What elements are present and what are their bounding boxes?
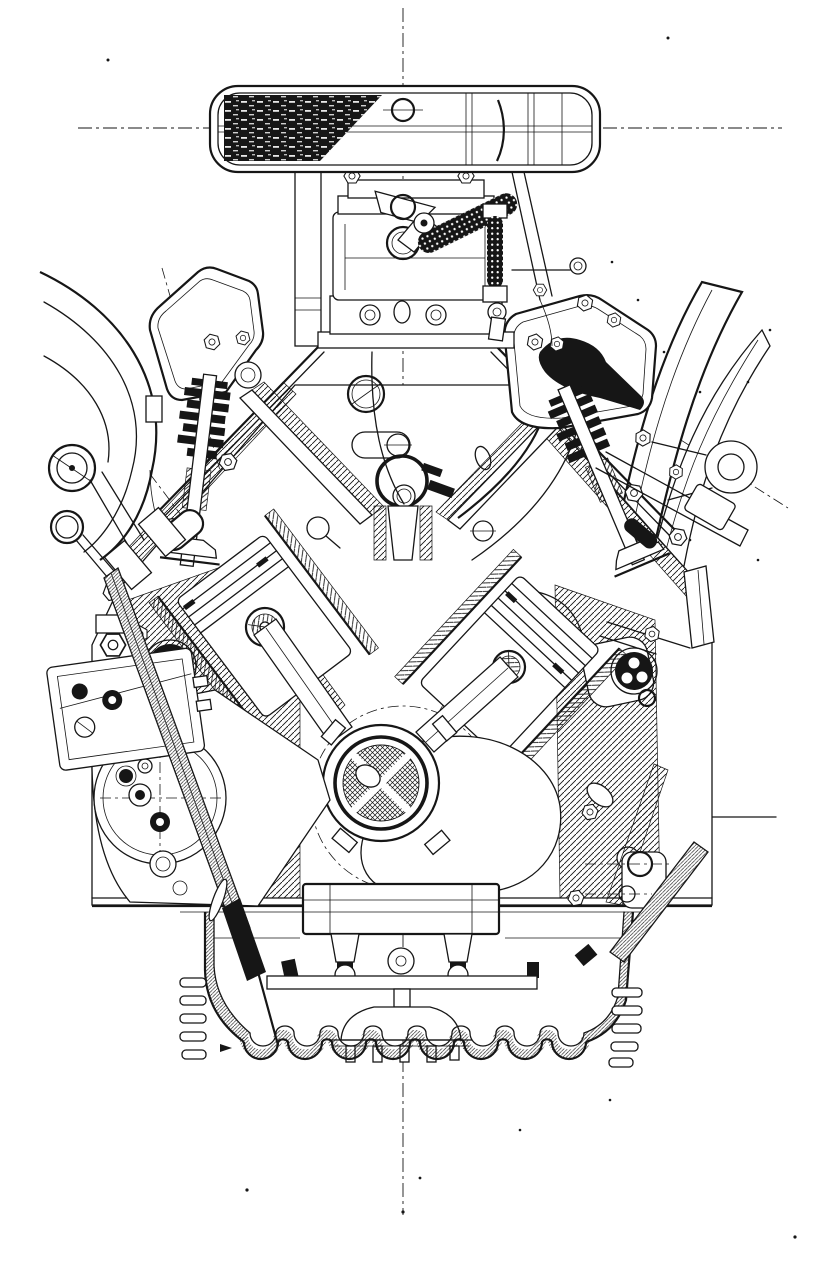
air-cleaner-shaded-wedge (224, 95, 382, 161)
valve-assembly-right (547, 383, 671, 578)
crankpin-journal (333, 735, 429, 831)
throttle-linkage (397, 193, 587, 342)
oil-return-tube (574, 841, 709, 967)
cooling-fins-left (179, 977, 207, 1060)
right-cylinder-head (503, 293, 671, 578)
rocker-arm-right (538, 337, 644, 410)
dipstick (49, 509, 280, 1052)
rocker-pivot-left (234, 361, 262, 389)
carburetor (294, 168, 587, 349)
dipstick-blade (256, 971, 280, 1046)
venturi-upper (389, 193, 417, 221)
dipstick-handle-ring (49, 509, 85, 545)
distributor-drive (387, 505, 419, 561)
oil-pickup-screen (340, 1006, 462, 1041)
pump-bar (266, 975, 538, 990)
cooling-fins-right (608, 987, 643, 1068)
pan-corrugated-bottom (242, 1038, 588, 1061)
pushrods (238, 381, 582, 549)
camshaft (351, 431, 455, 561)
dipstick-grip (222, 898, 266, 981)
valve-stem-right (557, 383, 646, 566)
fuel-pump (46, 647, 213, 771)
left-cylinder-head (148, 266, 265, 568)
manifold-stud (145, 395, 163, 423)
engine-mount-left (47, 443, 187, 657)
air-cleaner (208, 84, 602, 174)
rubber-mount-right (610, 647, 658, 708)
lifting-eye-right (704, 440, 758, 494)
crankshaft (253, 618, 562, 894)
oil-hole (355, 764, 381, 788)
engine-mount-right (564, 427, 758, 910)
oil-pan (179, 841, 709, 1068)
air-cleaner-stem (294, 169, 322, 347)
paper-specks (106, 36, 797, 1239)
water-passage (346, 374, 386, 414)
